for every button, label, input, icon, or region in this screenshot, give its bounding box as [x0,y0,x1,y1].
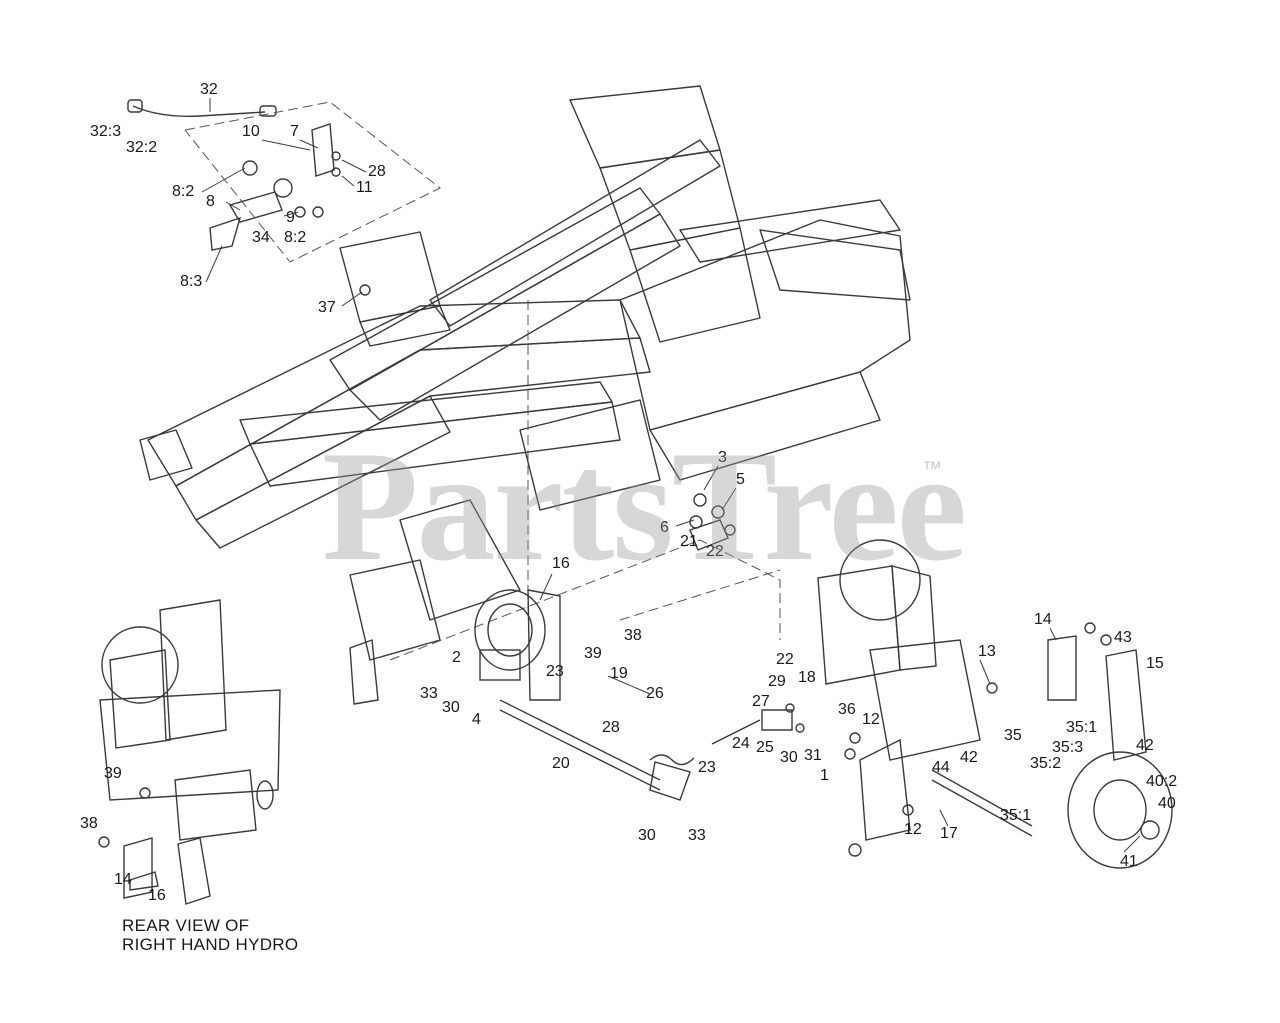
callout-label: 18 [798,669,816,686]
callout-label: 1 [820,767,829,784]
callout-label: 35:3 [1052,739,1083,756]
callout-label: 19 [610,665,628,682]
callout-label: 44 [932,759,950,776]
callout-label: 40 [1158,795,1176,812]
callout-label: 8 [206,193,215,210]
right-hydro-drawing [817,539,1173,869]
callout-label: 2 [452,649,461,666]
callout-label: 8:2 [172,183,194,200]
callout-label: 17 [940,825,958,842]
callout-label: 33 [688,827,706,844]
callout-label: 39 [584,645,602,662]
callout-label: 14 [114,871,132,888]
callout-label: 32:3 [90,123,121,140]
callout-leaders [201,98,1141,853]
callout-label: 6 [660,519,669,536]
callout-label: 26 [646,685,664,702]
callout-label: 23 [698,759,716,776]
callout-label: 34 [252,229,270,246]
callout-label: 22 [706,543,724,560]
callout-label: 29 [768,673,786,690]
callout-label: 32:2 [126,139,157,156]
callout-label: 22 [776,651,794,668]
callout-label: 14 [1034,611,1052,628]
callout-label: 24 [732,735,750,752]
callout-label: 40:2 [1146,773,1177,790]
callout-label: 28 [368,163,386,180]
frame-drawing [139,85,911,705]
callout-label: 13 [978,643,996,660]
callout-label: 39 [104,765,122,782]
callout-label: 41 [1120,853,1138,870]
callout-label: 35 [1004,727,1022,744]
callout-labels: 32 32:3 32:2 10 7 28 11 8:2 8 9 34 8:2 8… [80,81,1177,904]
callout-label: 30 [442,699,460,716]
callout-label: 12 [904,821,922,838]
callout-label: 11 [356,179,373,196]
center-hydro-drawing [474,493,805,801]
callout-label: 35:2 [1030,755,1061,772]
callout-label: 4 [472,711,481,728]
callout-label: 32 [200,81,218,98]
callout-label: 27 [752,693,770,710]
callout-label: 7 [290,123,299,140]
caption-line: REAR VIEW OF [122,916,250,935]
callout-label: 25 [756,739,774,756]
callout-label: 36 [838,701,856,718]
callout-label: 33 [420,685,438,702]
callout-label: 43 [1114,629,1132,646]
callout-label: 37 [318,299,336,316]
dashed-leader-lines [184,101,781,661]
callout-label: 20 [552,755,570,772]
callout-label: 38 [624,627,642,644]
partstree-watermark: PartsTree [322,419,967,594]
callout-label: 30 [638,827,656,844]
pedal-assembly-drawing [127,99,371,296]
callout-label: 42 [960,749,978,766]
caption-line: RIGHT HAND HYDRO [122,935,299,954]
trademark-symbol: ™ [922,458,942,480]
callout-label: 31 [804,747,822,764]
callout-label: 9 [286,209,295,226]
callout-label: 12 [862,711,880,728]
callout-label: 35:1 [1000,807,1031,824]
callout-label: 8:3 [180,273,202,290]
callout-label: 10 [242,123,260,140]
callout-label: 21 [680,533,698,550]
rear-view-caption: REAR VIEW OF RIGHT HAND HYDRO [122,916,298,954]
callout-label: 30 [780,749,798,766]
callout-label: 5 [736,471,745,488]
callout-label: 3 [718,449,727,466]
callout-label: 16 [552,555,570,572]
callout-label: 28 [602,719,620,736]
callout-label: 38 [80,815,98,832]
callout-label: 42 [1136,737,1154,754]
callout-label: 16 [148,887,166,904]
rear-view-hydro-drawing [98,599,281,905]
callout-label: 35:1 [1066,719,1097,736]
callout-label: 23 [546,663,564,680]
callout-label: 8:2 [284,229,306,246]
callout-label: 15 [1146,655,1164,672]
